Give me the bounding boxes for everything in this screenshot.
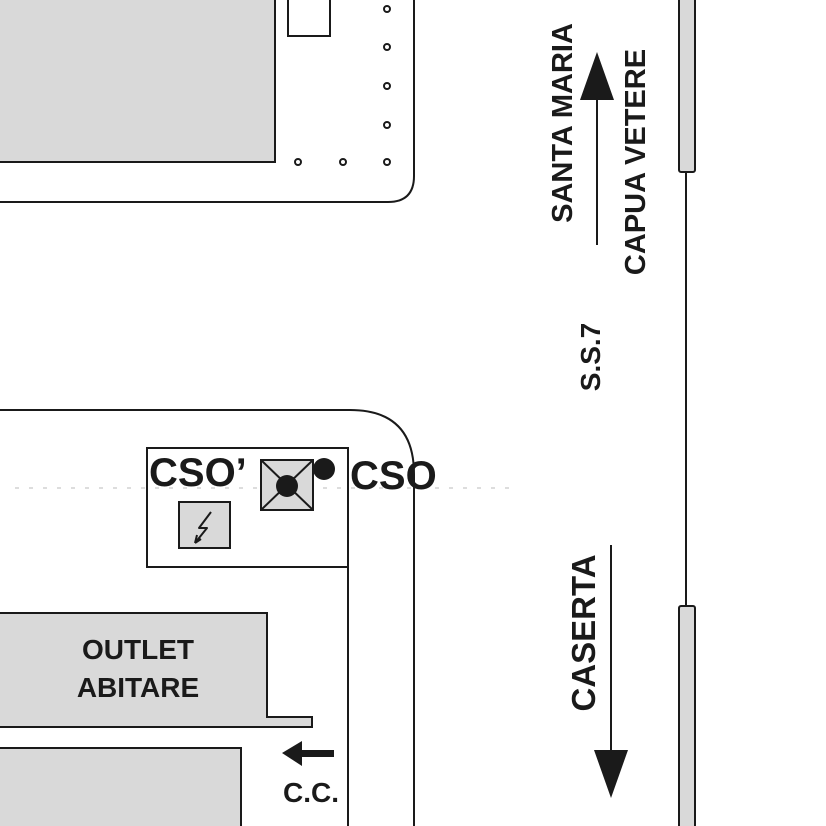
road-name: S.S.7 [575,323,606,391]
road-median-north [678,0,696,173]
outlet-building [0,612,313,728]
cso-secondary-label: CSO’ [149,451,247,495]
road-median-south [678,605,696,826]
cso-primary-label: CSO [350,454,437,498]
cso-enclosure [146,447,349,826]
cso-primary-point [313,458,335,480]
arrow-down-icon [594,545,628,798]
outlet-label-line2: ABITARE [77,672,199,703]
north-small-structure [287,0,331,37]
destination-south: CASERTA [565,554,602,711]
destination-north-line2: CAPUA VETERE [620,49,652,275]
cso-secondary-point [276,475,298,497]
north-block-outline [0,0,415,203]
arrow-left-icon [282,741,334,766]
north-building [0,0,276,163]
south-building [0,747,242,826]
lightning-icon [178,501,231,549]
shopping-center-label: C.C. [283,777,339,808]
destination-north-line1: SANTA MARIA [547,23,579,223]
outlet-label-line1: OUTLET [82,634,194,665]
south-block-outline [0,409,415,826]
fence-posts [294,5,391,166]
arrow-up-icon [580,52,614,245]
